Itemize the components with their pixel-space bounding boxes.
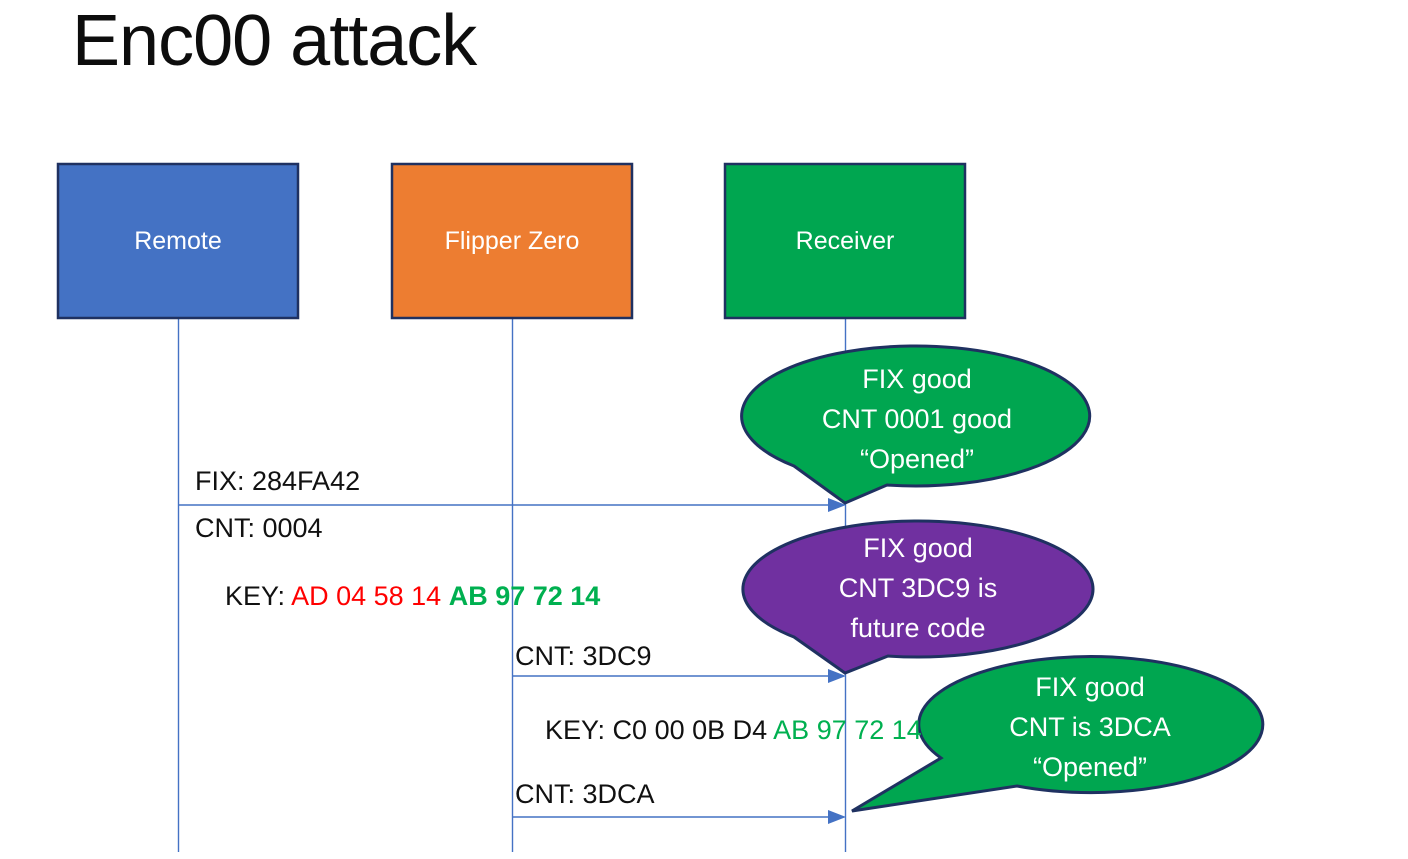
callout-2-line-3: future code (850, 613, 986, 643)
actor-box-remote (56, 162, 300, 320)
actor-box-receiver (723, 162, 967, 320)
message-2-cnt-line: CNT: 3DC9 (515, 641, 652, 671)
message-2-key-line: KEY: C0 00 0B D4 AB 97 72 14 (515, 682, 922, 778)
message-3-key-line: KEY: C0 02 8A 33 AB 97 72 14 (515, 823, 916, 859)
message-1-key-line: KEY: AD 04 58 14 AB 97 72 14 (195, 548, 600, 644)
actor-box-flipper-zero (390, 162, 634, 320)
callout-3-line-2: CNT is 3DCA (1009, 712, 1171, 742)
actor-label-receiver: Receiver (795, 226, 895, 255)
actor-label-remote: Remote (134, 226, 222, 255)
message-1-cnt-line: CNT: 0004 (195, 513, 323, 543)
callout-2-text: FIX good CNT 3DC9 is future code (743, 528, 1093, 648)
callout-3-shape (851, 655, 1265, 813)
message-arrow-2-head (828, 669, 846, 683)
callout-1-line-3: “Opened” (859, 444, 975, 474)
message-1-key-prefix: KEY: (225, 581, 292, 611)
message-1-key-green-bytes: AB 97 72 14 (448, 581, 601, 611)
callout-1-line-1: FIX good (862, 364, 972, 394)
message-arrow-3-head (828, 810, 846, 824)
callout-1-line-2: CNT 0001 good (821, 404, 1013, 434)
message-2-key-green-bytes: AB 97 72 14 (773, 715, 922, 745)
callout-2-line-1: FIX good (863, 533, 973, 563)
message-arrow-1-head (828, 498, 846, 512)
message-3-key-prefix: KEY: C0 02 8A 33 (545, 856, 767, 859)
message-2-key-prefix: KEY: C0 00 0B D4 (545, 715, 774, 745)
callout-3-line-3: “Opened” (1032, 752, 1148, 782)
page-title: Enc00 attack (72, 1, 477, 81)
actor-label-flipper-zero: Flipper Zero (444, 226, 580, 255)
callout-2-line-2: CNT 3DC9 is (838, 573, 998, 603)
message-1-key-red-bytes: AD 04 58 14 (291, 581, 449, 611)
callout-1-shape (740, 344, 1092, 505)
message-1-fix-line: FIX: 284FA42 (195, 466, 361, 496)
message-3-cnt-line: CNT: 3DCA (515, 779, 655, 809)
callout-1-text: FIX good CNT 0001 good “Opened” (743, 359, 1091, 479)
message-3-key-green-bytes: AB 97 72 14 (767, 856, 916, 859)
callout-3-text: FIX good CNT is 3DCA “Opened” (918, 667, 1262, 787)
callout-2-shape (741, 519, 1095, 675)
callout-3-line-1: FIX good (1035, 672, 1145, 702)
